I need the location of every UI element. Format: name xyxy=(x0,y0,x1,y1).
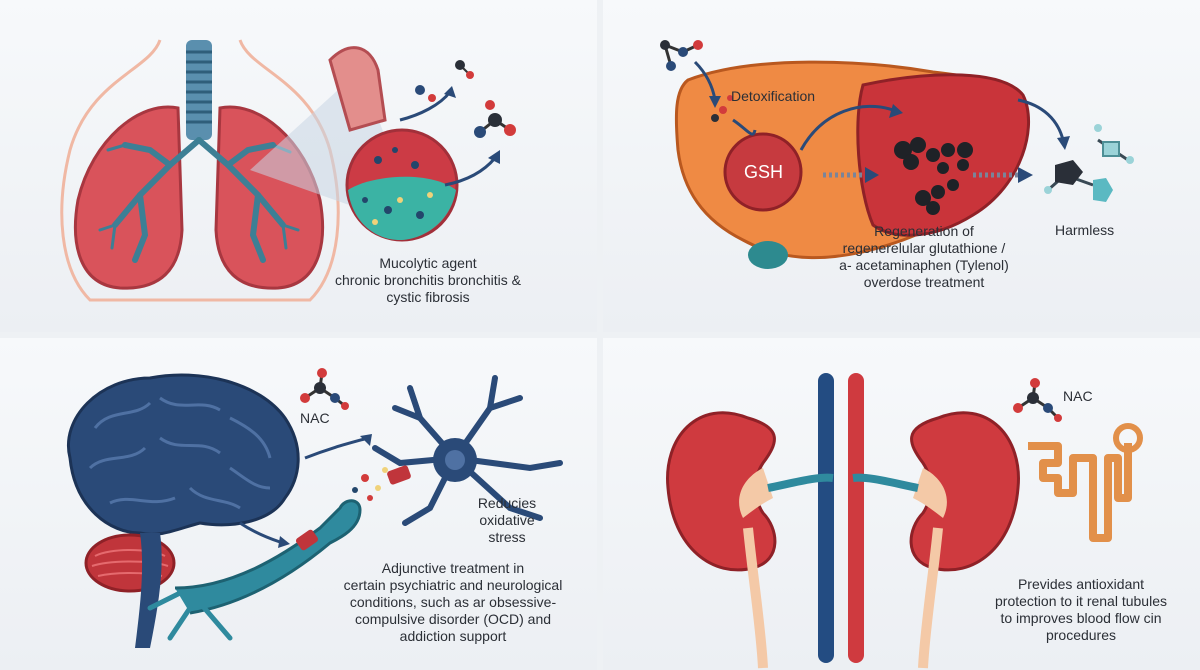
arrow-icon xyxy=(799,104,894,151)
brain xyxy=(67,373,300,536)
nac-molecule-icon xyxy=(300,368,349,410)
brain-caption-4: compulsive disorder (OCD) and xyxy=(354,611,552,627)
kidney-panel: NAC Prevides antioxidant protection to i… xyxy=(603,338,1200,670)
nac-label: NAC xyxy=(1063,388,1093,404)
liver-illustration xyxy=(660,40,1134,269)
kidney-illustration xyxy=(666,373,1143,669)
kidney-caption-3: to improves blood flow cin xyxy=(1000,610,1162,626)
oxidative-line-3: stress xyxy=(488,529,526,545)
kidney-caption-4: procedures xyxy=(1045,627,1117,643)
lungs-illustration xyxy=(60,39,516,302)
brain-caption-1: Adjunctive treatment in xyxy=(381,560,525,576)
arrow-icon xyxy=(304,436,369,460)
axon xyxy=(174,499,362,615)
brain-caption-3: conditions, such as ar obsessive- xyxy=(349,594,557,610)
kidney-caption-2: protection to it renal tubules xyxy=(995,593,1167,609)
lungs-caption-3: cystic fibrosis xyxy=(386,289,470,305)
gsh-circle xyxy=(723,132,803,212)
chest-outline xyxy=(60,39,340,302)
oxidative-line-1: Reducies xyxy=(477,495,537,511)
left-ureter xyxy=(743,527,768,669)
right-renal-pelvis xyxy=(913,468,947,518)
brain-illustration xyxy=(67,368,563,648)
left-lung xyxy=(74,105,184,290)
right-ureter xyxy=(918,527,943,669)
trachea xyxy=(186,40,212,140)
kidney-caption-1: Prevides antioxidant xyxy=(1017,576,1145,592)
renal-tubule xyxy=(1028,442,1132,542)
lungs-panel: Mucolytic agent chronic bronchitis bronc… xyxy=(0,0,597,332)
brain-caption-2: certain psychiatric and neurological xyxy=(343,577,563,593)
liver-caption-2: regenerelular glutathione / xyxy=(842,240,1006,256)
molecule-icon xyxy=(474,100,516,138)
arrow-icon xyxy=(444,157,497,187)
molecule-icon xyxy=(660,40,733,122)
nac-molecule-icon xyxy=(1013,378,1062,422)
liver-caption-3: a- acetaminaphen (Tylenol) xyxy=(839,257,1009,273)
arrow-icon xyxy=(399,91,452,122)
left-renal-pelvis xyxy=(739,468,773,518)
mucus xyxy=(348,176,456,240)
aorta xyxy=(848,373,864,663)
gallbladder xyxy=(748,241,788,269)
liver-caption-1: Regeneration of xyxy=(874,223,974,239)
lungs-caption-1: Mucolytic agent xyxy=(379,255,477,271)
arrow-icon xyxy=(239,521,281,544)
bronchial-tree xyxy=(112,137,286,263)
harmless-label: Harmless xyxy=(1055,222,1115,238)
toxin-cluster xyxy=(894,137,973,215)
lungs-caption-2: chronic bronchitis bronchitis & xyxy=(335,272,521,288)
detox-label: Detoxification xyxy=(731,88,816,104)
brain-stem xyxy=(135,533,162,648)
brain-panel: NAC Reducies oxidative stress Adjunctive… xyxy=(0,338,597,670)
gsh-label: GSH xyxy=(744,162,784,182)
liver-panel: Detoxification GSH Harmless Regeneration… xyxy=(603,0,1200,332)
vena-cava xyxy=(818,373,834,663)
harmless-molecule-icon xyxy=(1044,124,1134,202)
brain-caption-5: addiction support xyxy=(399,628,507,644)
liver-caption-4: overdose treatment xyxy=(863,274,985,290)
synapse-particles xyxy=(352,467,388,501)
nac-label: NAC xyxy=(300,410,330,426)
oxidative-line-2: oxidative xyxy=(479,512,535,528)
